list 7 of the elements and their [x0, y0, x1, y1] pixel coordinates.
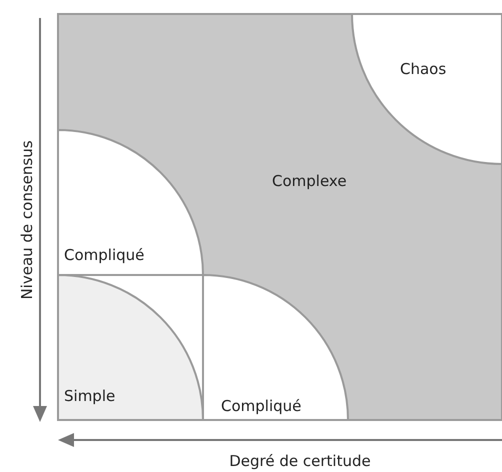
quadrant-label: Compliqué: [221, 397, 302, 415]
axis-label: Degré de certitude: [229, 452, 371, 470]
quadrant-label: Chaos: [400, 60, 446, 78]
quadrant-label: Complexe: [272, 172, 347, 190]
quadrant-label: Simple: [64, 387, 116, 405]
quadrant-label: Compliqué: [64, 246, 144, 264]
axis-label: Niveau de consensus: [18, 140, 36, 300]
